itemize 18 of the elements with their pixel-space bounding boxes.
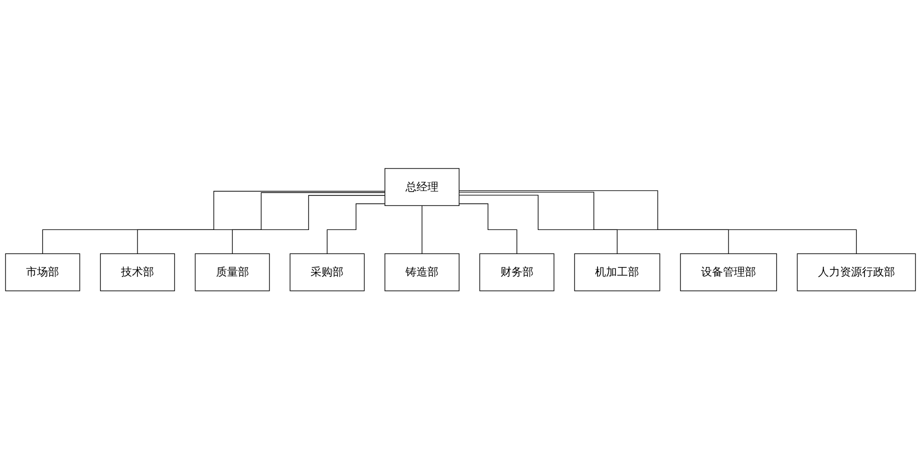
connector [458,195,618,254]
node-box: 铸造部 [384,254,460,292]
node-box: 技术部 [100,254,175,292]
connector [326,204,386,254]
node-box: 设备管理部 [680,254,777,292]
connector [458,192,729,254]
connector [458,204,518,254]
connector [137,192,386,254]
connector [458,190,857,254]
node-box: 总经理 [384,168,460,206]
node-box: 采购部 [290,254,365,292]
node-box: 质量部 [194,254,270,292]
connector [232,195,386,254]
node-box: 人力资源行政部 [796,254,916,292]
node-box: 财务部 [479,254,554,292]
node-box: 机加工部 [574,254,660,292]
node-box: 市场部 [5,254,80,292]
connector [42,191,386,254]
